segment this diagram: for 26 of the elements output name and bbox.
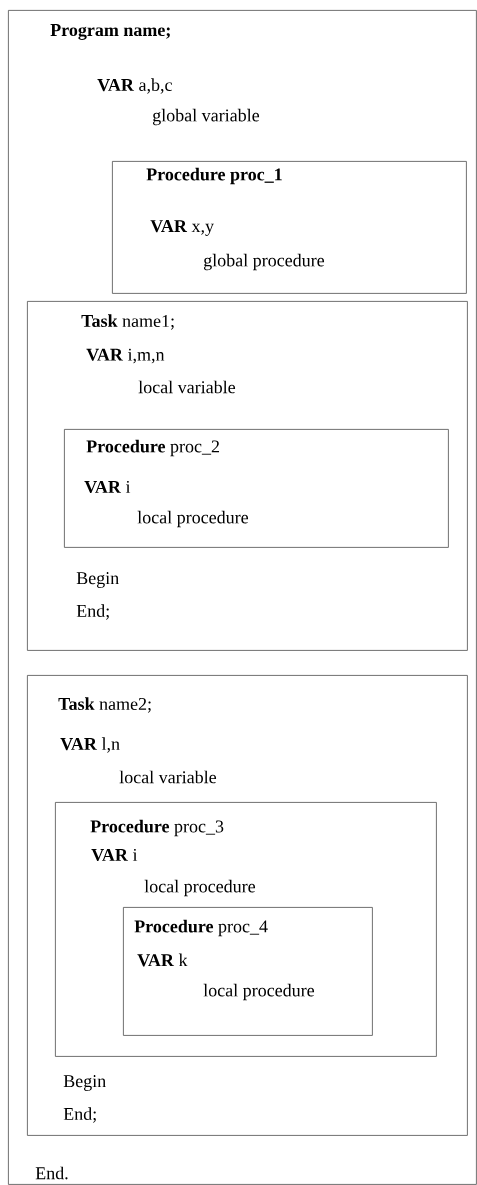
code-line: End. — [35, 1166, 68, 1180]
code-line: global variable — [152, 108, 260, 126]
code-line: global procedure — [203, 253, 325, 271]
code-line: Task name1; — [81, 314, 174, 330]
code-line: VAR l,n — [60, 737, 120, 753]
code-line: local variable — [138, 380, 236, 394]
code-line: VAR x,y — [150, 220, 214, 236]
code-line: local variable — [119, 770, 217, 784]
code-line: local procedure — [203, 983, 315, 1001]
code-line: VAR k — [137, 953, 188, 967]
code-line: Procedure proc_4 — [134, 919, 268, 937]
code-line: VAR a,b,c — [97, 78, 172, 94]
code-line: Task name2; — [58, 697, 151, 713]
code-line: VAR i,m,n — [86, 348, 165, 364]
code-line: VAR i — [91, 848, 138, 862]
code-line: End; — [76, 604, 109, 620]
code-line: Begin — [63, 1075, 106, 1091]
code-line: End; — [63, 1107, 96, 1123]
code-line: Program name; — [50, 24, 170, 40]
code-line: local procedure — [144, 879, 256, 897]
code-line: Procedure proc_1 — [146, 167, 282, 185]
code-line: local procedure — [137, 510, 249, 528]
code-line: Procedure proc_2 — [86, 439, 219, 457]
code-line: Procedure proc_3 — [90, 819, 224, 837]
code-line: Begin — [76, 572, 119, 588]
code-line: VAR i — [84, 480, 131, 494]
